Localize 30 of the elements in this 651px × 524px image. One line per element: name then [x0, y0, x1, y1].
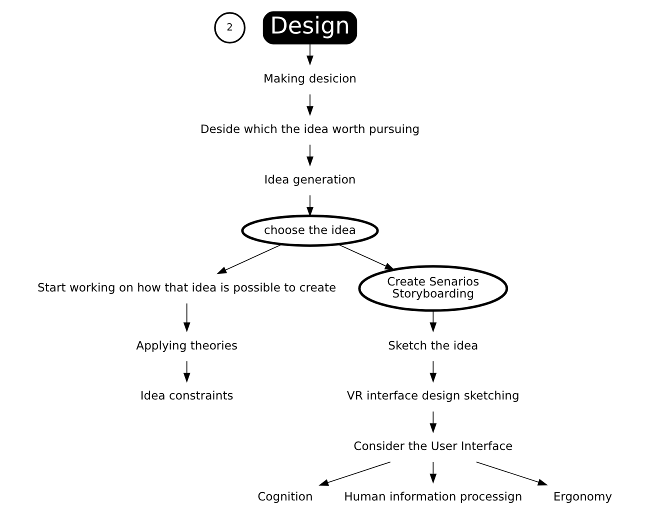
arrow	[216, 244, 282, 274]
arrow	[183, 360, 190, 383]
arrow	[306, 44, 314, 66]
arrow	[430, 360, 437, 383]
node-text: Ergonomy	[553, 490, 612, 504]
node-text: Idea constraints	[140, 388, 234, 403]
arrow	[306, 144, 314, 166]
arrow	[476, 462, 548, 486]
node-box: Design	[262, 11, 358, 44]
arrow	[306, 194, 314, 217]
node-text: Applying theories	[136, 338, 238, 352]
node-text: Start working on how that idea is possible to create	[38, 280, 336, 295]
node-text: Human information processign	[344, 490, 522, 504]
node-text: Consider the User Interface	[354, 439, 513, 454]
arrow	[306, 94, 314, 116]
node-text: Cognition	[258, 490, 313, 504]
arrow	[183, 303, 190, 332]
label: 2	[226, 22, 233, 34]
node-text: Making desicion	[264, 72, 356, 86]
arrow	[338, 244, 395, 270]
arrow	[318, 462, 391, 486]
node-text: Deside which the idea worth pursuing	[200, 122, 420, 136]
node-text: VR interface design sketching	[346, 388, 520, 403]
arrow	[430, 462, 437, 484]
arrow	[430, 310, 437, 332]
node-ellipse: Create Senarios Storyboarding	[358, 265, 508, 312]
node-text: Sketch the idea	[388, 338, 478, 352]
node-text: Idea generation	[264, 172, 356, 186]
arrow	[430, 411, 437, 434]
node-ellipse: choose the idea	[241, 214, 379, 247]
